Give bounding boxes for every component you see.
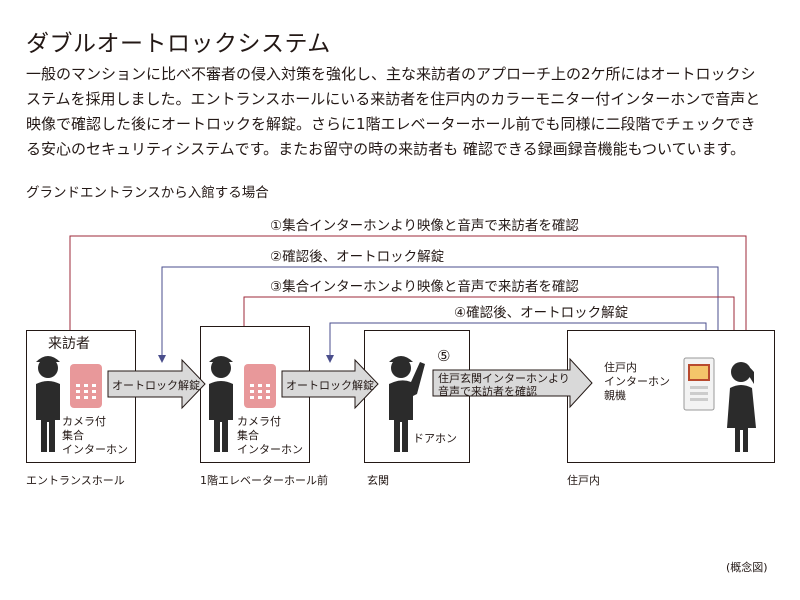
section-subheading: グランドエントランスから入館する場合 bbox=[26, 185, 269, 201]
step5-line: 住戸玄関インターホンより bbox=[438, 372, 570, 385]
flow-line-2 bbox=[158, 266, 719, 363]
visitor-figure-icon bbox=[209, 356, 233, 452]
flow-label-1: ①集合インターホンより映像と音声で来訪者を確認 bbox=[270, 218, 579, 234]
concept-note: (概念図) bbox=[726, 561, 768, 574]
flow-label-4: ④確認後、オートロック解錠 bbox=[454, 305, 629, 321]
flow-label-3: ③集合インターホンより映像と音声で来訪者を確認 bbox=[270, 279, 579, 295]
intercom-label-line: 集合 bbox=[62, 429, 84, 442]
step5-label: 住戸玄関インターホンより 音声で来訪者を確認 bbox=[438, 372, 570, 398]
autolock-arrow-1 bbox=[107, 358, 206, 410]
flow-line-3 bbox=[243, 296, 738, 345]
intercom-panel-icon bbox=[244, 364, 276, 408]
resident-figure-icon bbox=[727, 362, 756, 452]
intercom-panel-icon bbox=[70, 364, 102, 408]
step5-line: 音声で来訪者を確認 bbox=[438, 385, 537, 398]
visitor-pressing-doorphone-icon bbox=[389, 356, 425, 452]
caption-front-door: 玄関 bbox=[367, 474, 389, 487]
autolock-label-1: オートロック解錠 bbox=[112, 379, 200, 392]
page-title: ダブルオートロックシステム bbox=[26, 31, 331, 57]
master-unit-line: 親機 bbox=[604, 389, 626, 402]
description-line: 一般のマンションに比べ不審者の侵入対策を強化し、主な来訪者のアプローチ上の2ケ所… bbox=[26, 65, 756, 83]
elevator-intercom-label: カメラ付 集合 インターホン bbox=[237, 415, 303, 457]
master-intercom-unit-icon bbox=[683, 357, 715, 411]
visitor-figure-icon bbox=[36, 356, 60, 452]
caption-entrance-hall: エントランスホール bbox=[26, 474, 125, 487]
description: 一般のマンションに比べ不審者の侵入対策を強化し、主な来訪者のアプローチ上の2ケ所… bbox=[26, 62, 786, 162]
intercom-label-line: カメラ付 bbox=[237, 415, 281, 428]
doorphone-label: ドアホン bbox=[413, 432, 457, 445]
entrance-intercom-label: カメラ付 集合 インターホン bbox=[62, 415, 128, 457]
autolock-label-2: オートロック解錠 bbox=[286, 379, 374, 392]
autolock-arrow-2 bbox=[281, 358, 379, 410]
master-unit-label: 住戸内 インターホン 親機 bbox=[604, 361, 670, 403]
flow-line-1 bbox=[69, 235, 750, 345]
intercom-label-line: 集合 bbox=[237, 429, 259, 442]
description-line: ステムを採用しました。エントランスホールにいる来訪者を住戸内のカラーモニター付イ… bbox=[26, 90, 761, 108]
step5-number: ⑤ bbox=[437, 347, 451, 365]
master-unit-line: インターホン bbox=[604, 375, 670, 388]
description-line: 映像で確認した後にオートロックを解錠。さらに1階エレベーターホール前でも同様に二… bbox=[26, 115, 756, 133]
intercom-label-line: インターホン bbox=[237, 443, 303, 456]
intercom-label-line: カメラ付 bbox=[62, 415, 106, 428]
intercom-label-line: インターホン bbox=[62, 443, 128, 456]
master-unit-line: 住戸内 bbox=[604, 361, 637, 374]
visitor-label: 来訪者 bbox=[48, 336, 90, 352]
description-line: る安心のセキュリティシステムです。またお留守の時の来訪者も 確認できる録画録音機… bbox=[26, 140, 746, 158]
step5-arrow bbox=[432, 357, 593, 409]
caption-home: 住戸内 bbox=[567, 474, 600, 487]
caption-elevator-hall: 1階エレベーターホール前 bbox=[200, 474, 328, 487]
flow-label-2: ②確認後、オートロック解錠 bbox=[270, 249, 445, 265]
